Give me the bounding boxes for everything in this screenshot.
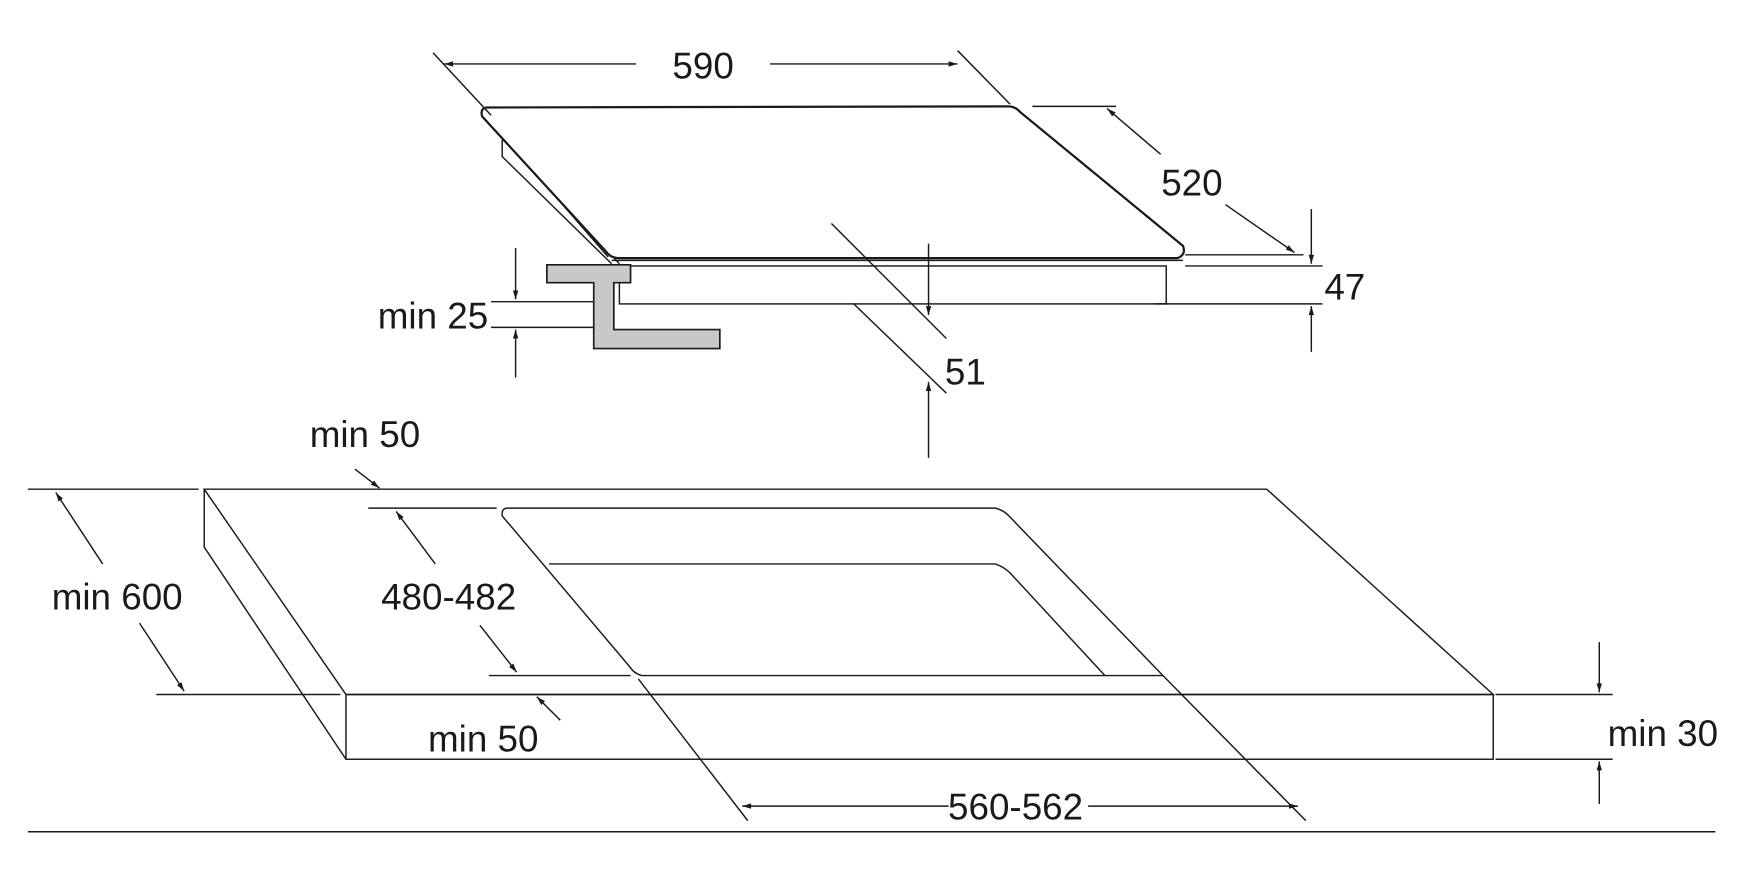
dimension-520: 520 <box>1032 105 1304 256</box>
extension-lines <box>637 675 1307 822</box>
dimension-arrow <box>479 624 518 673</box>
extension-lines <box>368 507 631 677</box>
label-height-47: 47 <box>1324 266 1365 307</box>
dimension-min-600: min 600 <box>27 488 341 696</box>
extension-lines <box>27 488 341 696</box>
extension-lines <box>491 300 594 329</box>
label-51: 51 <box>945 351 986 392</box>
dimension-arrow <box>1106 108 1162 155</box>
dimension-arrow <box>138 622 185 692</box>
dimension-arrow <box>1224 203 1296 254</box>
dimension-47: 47 <box>1155 209 1365 352</box>
dimension-arrow <box>536 696 561 721</box>
hob-glass-top <box>480 105 1186 260</box>
label-min-600: min 600 <box>52 577 183 618</box>
label-min-50-rear: min 50 <box>310 414 421 455</box>
label-min-25: min 25 <box>378 295 489 336</box>
worktop <box>202 488 1496 760</box>
extension-lines <box>1032 105 1304 256</box>
label-depth-520: 520 <box>1161 163 1222 204</box>
dimension-min-50-front: min 50 <box>428 696 561 759</box>
dimension-min-30: min 30 <box>1495 642 1718 804</box>
cutout-outer <box>501 507 1165 677</box>
dimension-arrow <box>55 492 104 565</box>
cutout-inner <box>549 563 1106 677</box>
dimension-480-482: 480-482 <box>368 507 631 677</box>
dimension-arrow <box>395 511 436 565</box>
dimension-min-50-rear: min 50 <box>310 414 421 489</box>
dimension-590: 590 <box>432 45 1011 116</box>
dimension-min-25: min 25 <box>378 248 594 378</box>
label-480-482: 480-482 <box>381 577 516 618</box>
dimension-560-562: 560-562 <box>637 675 1307 828</box>
worktop-front-face <box>345 693 1494 760</box>
mounting-bracket <box>546 264 721 350</box>
extension-lines <box>1155 265 1323 305</box>
extension-lines <box>1495 693 1613 760</box>
hob-body <box>618 265 1167 305</box>
dimension-51: 51 <box>830 223 986 458</box>
extension-lines <box>432 50 1011 116</box>
dimension-arrow <box>354 468 380 489</box>
label-min-50-front: min 50 <box>428 718 539 759</box>
extension-lines <box>830 223 947 394</box>
label-width-590: 590 <box>672 45 733 86</box>
hob <box>480 105 1186 350</box>
worktop-side-face <box>203 489 347 760</box>
label-min-30: min 30 <box>1608 713 1719 754</box>
label-560-562: 560-562 <box>948 787 1083 828</box>
